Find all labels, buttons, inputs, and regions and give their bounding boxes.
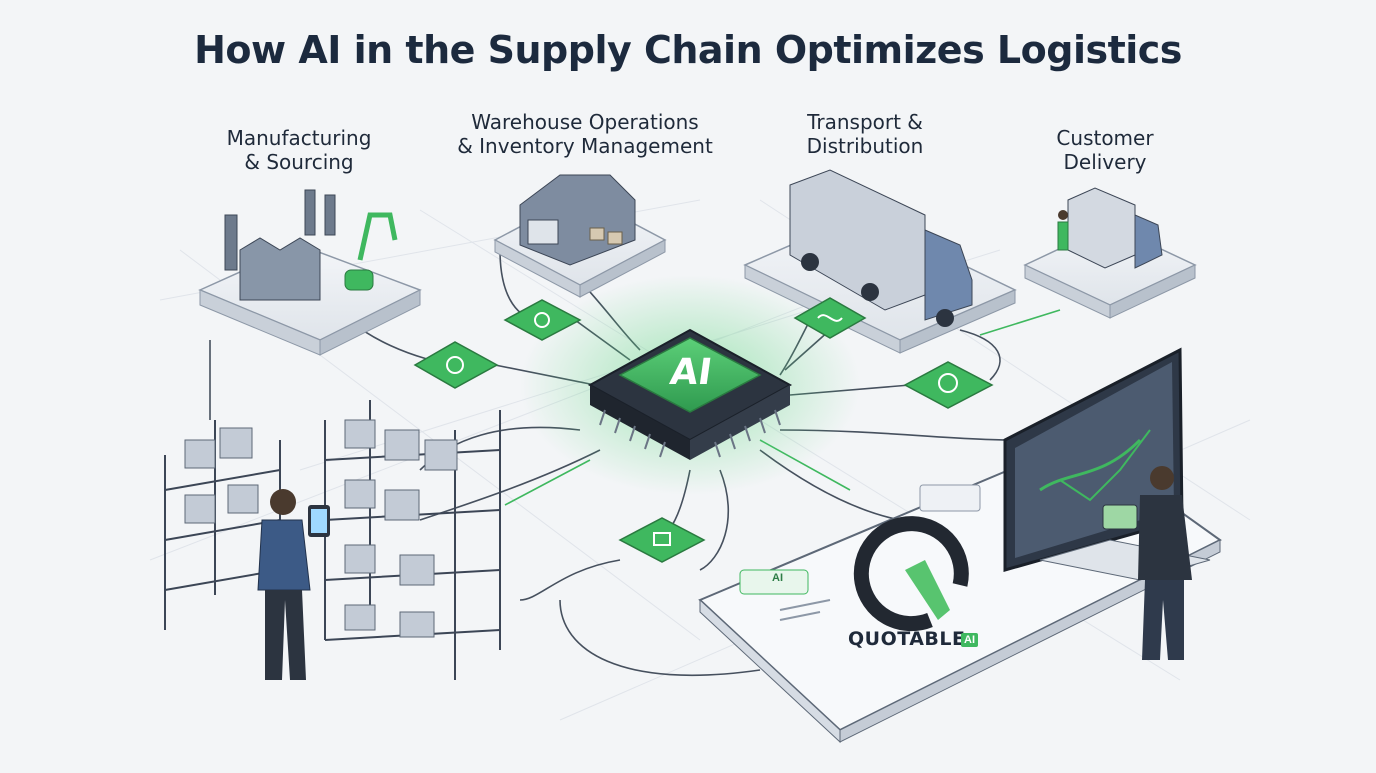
ai-chip-label: AI xyxy=(667,352,715,393)
node-gear-left xyxy=(413,341,499,389)
page-title: How AI in the Supply Chain Optimizes Log… xyxy=(194,28,1182,72)
brand-name: QUOTABLE xyxy=(848,628,966,650)
node-circuit xyxy=(618,517,706,563)
stage-label-line: Transport & xyxy=(807,110,923,134)
node-route xyxy=(793,297,867,339)
tablet-ai-badge: AI xyxy=(772,572,783,584)
stage-label-line: Delivery xyxy=(1063,150,1147,174)
stage-label-transport: Transport & Distribution xyxy=(770,110,960,158)
brand-suffix-badge: AI xyxy=(961,633,978,647)
stage-label-line: & Sourcing xyxy=(244,150,354,174)
node-globe xyxy=(903,361,994,409)
ai-chip-icon xyxy=(587,328,793,460)
stage-label-delivery: Customer Delivery xyxy=(1030,126,1180,174)
stage-label-line: & Inventory Management xyxy=(457,134,713,158)
delivery-van-icon xyxy=(1023,187,1197,319)
stage-label-manufacturing: Manufacturing & Sourcing xyxy=(194,126,404,174)
factory-icon xyxy=(198,189,422,356)
stage-label-line: Warehouse Operations xyxy=(471,110,699,134)
stage-label-line: Distribution xyxy=(806,134,924,158)
boxes-icon xyxy=(184,419,458,638)
brand-logo xyxy=(853,516,969,632)
worker-icon xyxy=(257,489,330,680)
stage-label-line: Manufacturing xyxy=(226,126,372,150)
stage-label-line: Customer xyxy=(1056,126,1154,150)
node-gear-top xyxy=(503,299,582,341)
stage-label-warehouse: Warehouse Operations & Inventory Managem… xyxy=(440,110,730,158)
analyst-icon xyxy=(1102,466,1192,660)
warehouse-icon xyxy=(493,174,667,298)
